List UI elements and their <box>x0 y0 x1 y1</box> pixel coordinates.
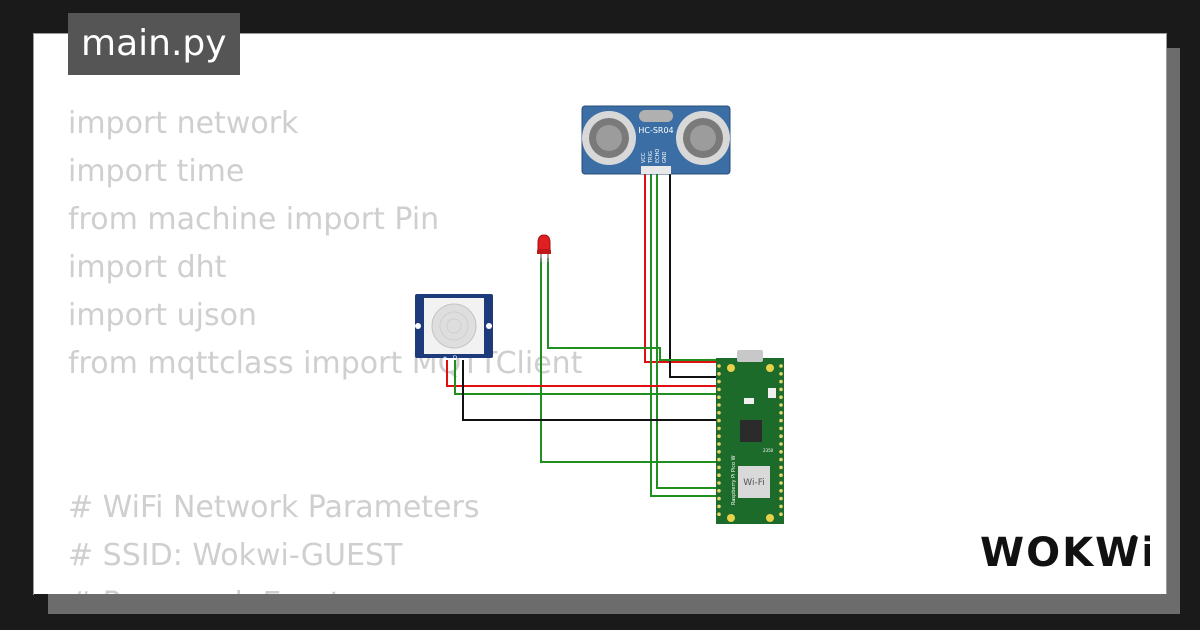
pin-hole[interactable] <box>717 450 721 454</box>
pin-hole[interactable] <box>779 450 783 454</box>
pin-hole[interactable] <box>779 403 783 407</box>
pin-hole[interactable] <box>717 496 721 501</box>
pin-label: VCC <box>641 152 647 163</box>
pin-hole[interactable] <box>779 395 783 400</box>
pin-hole[interactable] <box>717 481 721 485</box>
pin-label: TRIG <box>648 151 654 164</box>
pin-hole[interactable] <box>717 411 721 415</box>
pin-hole[interactable] <box>717 418 721 423</box>
wokwi-logo-text: WOKWi <box>980 530 1150 576</box>
pin-hole[interactable] <box>779 364 783 368</box>
pin-hole[interactable] <box>717 372 721 376</box>
ultrasonic-model: HC-SR04 <box>638 126 673 135</box>
pin-hole[interactable] <box>779 442 783 446</box>
wire-led-cathode[interactable] <box>540 258 720 463</box>
pin-hole[interactable] <box>717 457 721 462</box>
wokwi-logo: WOKWi <box>980 530 1150 576</box>
pin-hole[interactable] <box>717 395 721 400</box>
chip-label: 2350 <box>763 448 774 453</box>
wire-ultrasonic-echo[interactable] <box>656 170 720 489</box>
pin-hole[interactable] <box>779 489 783 493</box>
pin-hole[interactable] <box>717 426 721 431</box>
pin-hole[interactable] <box>717 489 721 493</box>
wifi-module <box>738 466 770 498</box>
pin-hole[interactable] <box>779 504 783 509</box>
pin-hole[interactable] <box>717 379 721 384</box>
pin-hole[interactable] <box>717 364 721 368</box>
pin-hole[interactable] <box>717 504 721 509</box>
wire-pir-data[interactable] <box>454 360 720 395</box>
pin-hole[interactable] <box>717 442 721 446</box>
pin-hole[interactable] <box>779 387 783 392</box>
pin-hole[interactable] <box>717 387 721 392</box>
right-pin-column <box>779 364 783 516</box>
red-led[interactable] <box>537 234 551 262</box>
pin-label: + <box>442 355 447 362</box>
code-line: # SSID: Wokwi-GUEST <box>68 538 403 573</box>
ultrasonic-sensor[interactable]: HC-SR04 VCC TRIG ECHO GND <box>581 105 731 175</box>
filename-label: main.py <box>81 23 227 64</box>
left-pin-column <box>717 364 721 516</box>
code-line: import dht <box>68 250 227 285</box>
pin-hole[interactable] <box>779 418 783 423</box>
filename-tab[interactable]: main.py <box>68 13 240 75</box>
pin-hole[interactable] <box>779 496 783 501</box>
wire-ultrasonic-gnd[interactable] <box>669 170 720 378</box>
pin-hole[interactable] <box>717 512 721 516</box>
code-line: import network <box>68 106 299 141</box>
pin-hole[interactable] <box>779 411 783 415</box>
pin-hole[interactable] <box>779 434 783 439</box>
pin-hole[interactable] <box>779 426 783 431</box>
code-line: from machine import Pin <box>68 202 440 237</box>
pin-header <box>641 166 671 174</box>
wire-led-anode[interactable] <box>547 258 761 361</box>
pin-label: ECHO <box>655 149 661 163</box>
pin-hole[interactable] <box>779 379 783 384</box>
crystal <box>639 110 673 122</box>
card-shadow-bottom <box>48 594 1180 614</box>
code-line: from mqttclass import MQTTClient <box>68 346 583 381</box>
code-line: # WiFi Network Parameters <box>68 490 480 525</box>
wire-ultrasonic-trig[interactable] <box>650 170 720 497</box>
code-line: import ujson <box>68 298 257 333</box>
board-name: Raspberry Pi Pico W <box>731 455 737 505</box>
pico-board[interactable]: Wi-Fi Raspberry Pi Pico W 2350 <box>716 350 784 524</box>
pin-hole[interactable] <box>779 465 783 470</box>
pin-hole[interactable] <box>779 457 783 462</box>
pin-label: - <box>464 355 466 362</box>
pin-hole[interactable] <box>779 473 783 478</box>
code-line: import time <box>68 154 245 189</box>
pin-hole[interactable] <box>779 481 783 485</box>
pin-hole[interactable] <box>717 465 721 470</box>
pin-hole[interactable] <box>779 372 783 376</box>
pin-hole[interactable] <box>717 403 721 407</box>
pin-hole[interactable] <box>779 512 783 516</box>
pin-label: D <box>453 355 458 362</box>
pin-label: GND <box>662 151 668 163</box>
pir-sensor[interactable]: + D - <box>415 294 493 362</box>
wire-ultrasonic-vcc[interactable] <box>644 170 720 363</box>
rp-chip <box>740 420 762 442</box>
pin-hole[interactable] <box>717 473 721 478</box>
wifi-label: Wi-Fi <box>743 478 764 488</box>
wire-pir-gnd[interactable] <box>462 360 720 421</box>
usb-connector <box>737 350 763 362</box>
pin-hole[interactable] <box>717 434 721 439</box>
logo-dot <box>1131 535 1137 541</box>
